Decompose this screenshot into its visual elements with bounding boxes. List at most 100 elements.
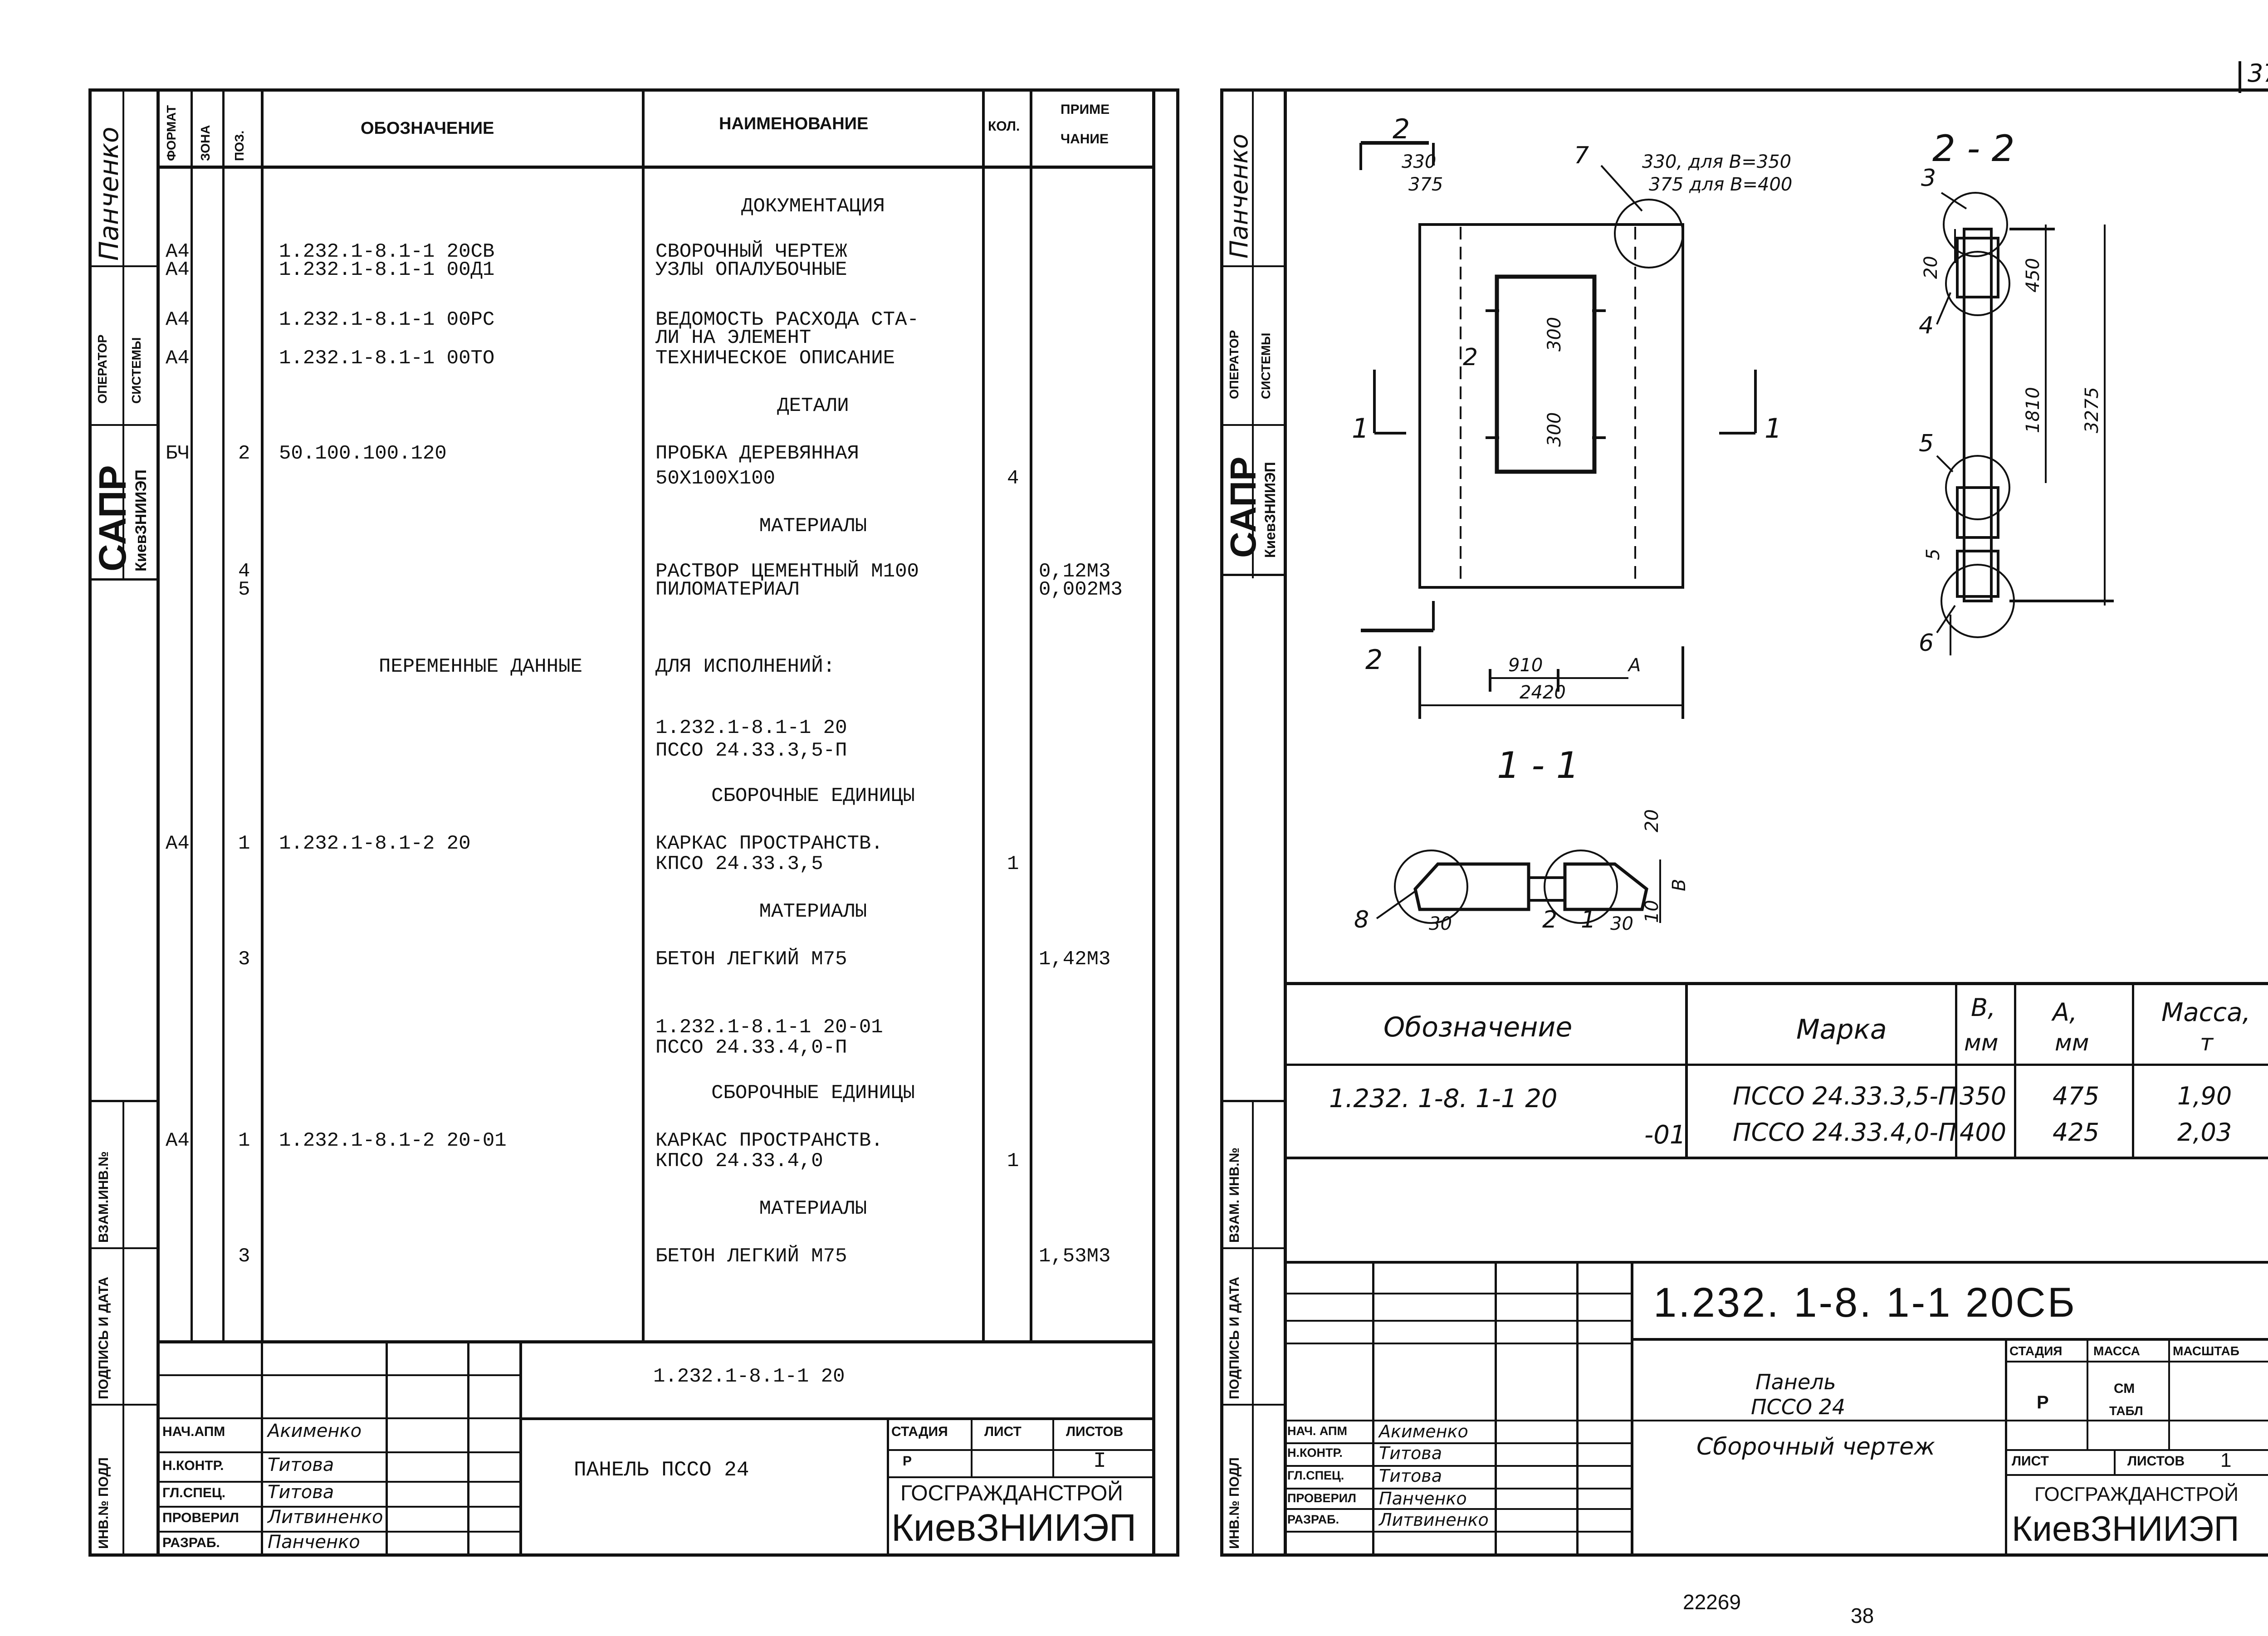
spec-pos: 4	[238, 560, 250, 583]
col-qty-header: КОЛ.	[988, 119, 1020, 134]
mark-col-mass-unit: т	[2200, 1030, 2214, 1056]
section-2-2-label: 2 - 2	[1932, 127, 2015, 170]
mark-code-suffix: -01	[1644, 1120, 1686, 1150]
dim-20-section: 20	[1642, 809, 1662, 832]
mark-row-a: 475	[2053, 1082, 2100, 1110]
callout-4: 4	[1919, 312, 1934, 339]
dim-375: 375	[1408, 174, 1443, 195]
spec-name: РАСТВОР ЦЕМЕНТНЫЙ М100	[655, 560, 919, 583]
spec-designation: 1.232.1-8.1-1 00РС	[279, 308, 495, 331]
assembly-drawing: 2 1 1 2 1 - 1 2 - 2 330 375 330, для В=3…	[1352, 113, 2114, 934]
right-signer-name: Титова	[1379, 1466, 1442, 1486]
col-name-header: НАИМЕНОВАНИЕ	[719, 114, 869, 133]
spec-name: ТЕХНИЧЕСКОЕ ОПИСАНИЕ	[655, 347, 895, 370]
callout-5: 5	[1919, 430, 1934, 457]
mark-row-b: 350	[1960, 1082, 2007, 1110]
corner-number: 37	[2248, 59, 2268, 88]
right-system-label: СИСТЕМЫ	[1259, 332, 1273, 399]
spec-name: 1.232.1-8.1-1 20	[655, 717, 847, 739]
spec-pos: 1	[238, 1129, 250, 1152]
right-role: РАЗРАБ.	[1287, 1513, 1339, 1526]
col-note-header-2: ЧАНИЕ	[1061, 132, 1109, 147]
right-org: ГОСГРАЖДАНСТРОЙ	[2034, 1483, 2239, 1505]
cut-2-top: 2	[1393, 113, 1410, 145]
right-role: ГЛ.СПЕЦ.	[1287, 1469, 1344, 1482]
dim-30-right: 30	[1610, 913, 1633, 934]
right-role: Н.КОНТР.	[1287, 1446, 1343, 1460]
left-signer-name: Титова	[268, 1482, 334, 1503]
operator-label: ОПЕРАТОР	[95, 334, 109, 404]
right-signer-name: Литвиненко	[1379, 1510, 1489, 1530]
left-role: Н.КОНТР.	[162, 1458, 224, 1473]
left-role: НАЧ.АПМ	[162, 1424, 225, 1439]
spec-name: ВЕДОМОСТЬ РАСХОДА СТА-	[655, 308, 919, 331]
footer-page-number: 38	[1851, 1604, 1874, 1627]
dim-450: 450	[2023, 258, 2043, 293]
spec-name: МАТЕРИАЛЫ	[759, 900, 867, 923]
spec-qty: 1	[1007, 1150, 1019, 1172]
spec-format: А4	[166, 240, 190, 263]
spec-name: ПССО 24.33.4,0-П	[655, 1036, 847, 1059]
right-sheets-label: ЛИСТОВ	[2127, 1454, 2185, 1469]
callout-6: 6	[1919, 630, 1934, 657]
right-stage-value: Р	[2037, 1392, 2049, 1412]
spec-name: УЗЛЫ ОПАЛУБОЧНЫЕ	[655, 259, 847, 281]
spec-name: СБОРОЧНЫЕ ЕДИНИЦЫ	[711, 785, 915, 807]
spec-name: КАРКАС ПРОСТРАНСТВ.	[655, 1129, 883, 1152]
col-zone-header: ЗОНА	[198, 125, 212, 161]
mark-col-a-unit: мм	[2055, 1030, 2089, 1056]
callout-8: 8	[1354, 906, 1369, 933]
mark-col-b: В,	[1971, 993, 1996, 1022]
spec-format: А4	[166, 832, 190, 855]
left-sheet-label: ЛИСТ	[984, 1424, 1022, 1439]
left-institute: КиевЗНИИЭП	[891, 1506, 1137, 1549]
right-institute-side-label: КиевЗНИИЭП	[1262, 462, 1278, 558]
right-inv-vzam-label: ВЗАМ. ИНВ.№	[1227, 1147, 1242, 1243]
mark-code: 1.232. 1-8. 1-1 20	[1329, 1084, 1558, 1113]
spec-note: 0,002М3	[1039, 578, 1123, 601]
left-sheets-value: I	[1093, 1449, 1106, 1474]
spec-name: БЕТОН ЛЕГКИЙ М75	[655, 1245, 847, 1268]
mark-col-mass: Масса,	[2161, 998, 2251, 1027]
right-signer-name: Акименко	[1379, 1421, 1468, 1441]
spec-designation: 1.232.1-8.1-1 00ТО	[279, 347, 495, 370]
spec-name: СВОРОЧНЫЙ ЧЕРТЕЖ	[655, 240, 847, 263]
left-stage-value: Р	[903, 1454, 912, 1469]
left-signer-name: Литвиненко	[268, 1507, 383, 1528]
spec-name: ПССО 24.33.3,5-П	[655, 739, 847, 762]
inv-podl-label: ИНВ.№ ПОДЛ	[96, 1457, 111, 1549]
callout-3: 3	[1921, 165, 1936, 192]
spec-pos: 3	[238, 948, 250, 971]
dim-20: 20	[1921, 256, 1941, 279]
col-pos-header: ПОЗ.	[232, 130, 246, 161]
dim-2420: 2420	[1520, 682, 1566, 703]
dim-A: А	[1627, 655, 1641, 676]
spec-name: СБОРОЧНЫЕ ЕДИНИЦЫ	[711, 1082, 915, 1104]
inv-vzam-label: ВЗАМ.ИНВ.№	[96, 1151, 111, 1243]
author-handwritten: Панченко	[93, 127, 124, 261]
spec-format: А4	[166, 308, 190, 331]
institute-side-label: КиевЗНИИЭП	[132, 469, 150, 571]
spec-pos: 3	[238, 1245, 250, 1268]
footer-sheet-code: 22269	[1683, 1590, 1741, 1614]
mark-col-a: А,	[2053, 998, 2077, 1026]
left-signer-name: Акименко	[268, 1421, 362, 1441]
spec-designation: ПЕРЕМЕННЫЕ ДАННЫЕ	[379, 655, 582, 678]
spec-name: ДЕТАЛИ	[777, 395, 849, 417]
mark-col-mark: Марка	[1796, 1014, 1887, 1045]
spec-pos: 5	[238, 578, 250, 601]
spec-name: ЛИ НА ЭЛЕМЕНТ	[655, 327, 811, 349]
mark-row-mark: ПССО 24.33.4,0-П	[1733, 1118, 1957, 1147]
col-designation-header: ОБОЗНАЧЕНИЕ	[361, 119, 494, 138]
right-title-2: ПССО 24	[1751, 1395, 1846, 1419]
left-org: ГОСГРАЖДАНСТРОЙ	[900, 1481, 1123, 1505]
mark-row-a: 425	[2053, 1118, 2100, 1147]
spec-name: ДЛЯ ИСПОЛНЕНИЙ:	[655, 655, 836, 678]
right-signer-name: Панченко	[1379, 1489, 1467, 1509]
mark-col-designation: Обозначение	[1383, 1011, 1573, 1043]
dim-330: 330	[1402, 151, 1436, 172]
spec-name: МАТЕРИАЛЫ	[759, 1197, 867, 1220]
spec-format: А4	[166, 347, 190, 370]
cut-2-bottom: 2	[1365, 644, 1383, 676]
right-mass-see: СМ	[2114, 1381, 2135, 1396]
